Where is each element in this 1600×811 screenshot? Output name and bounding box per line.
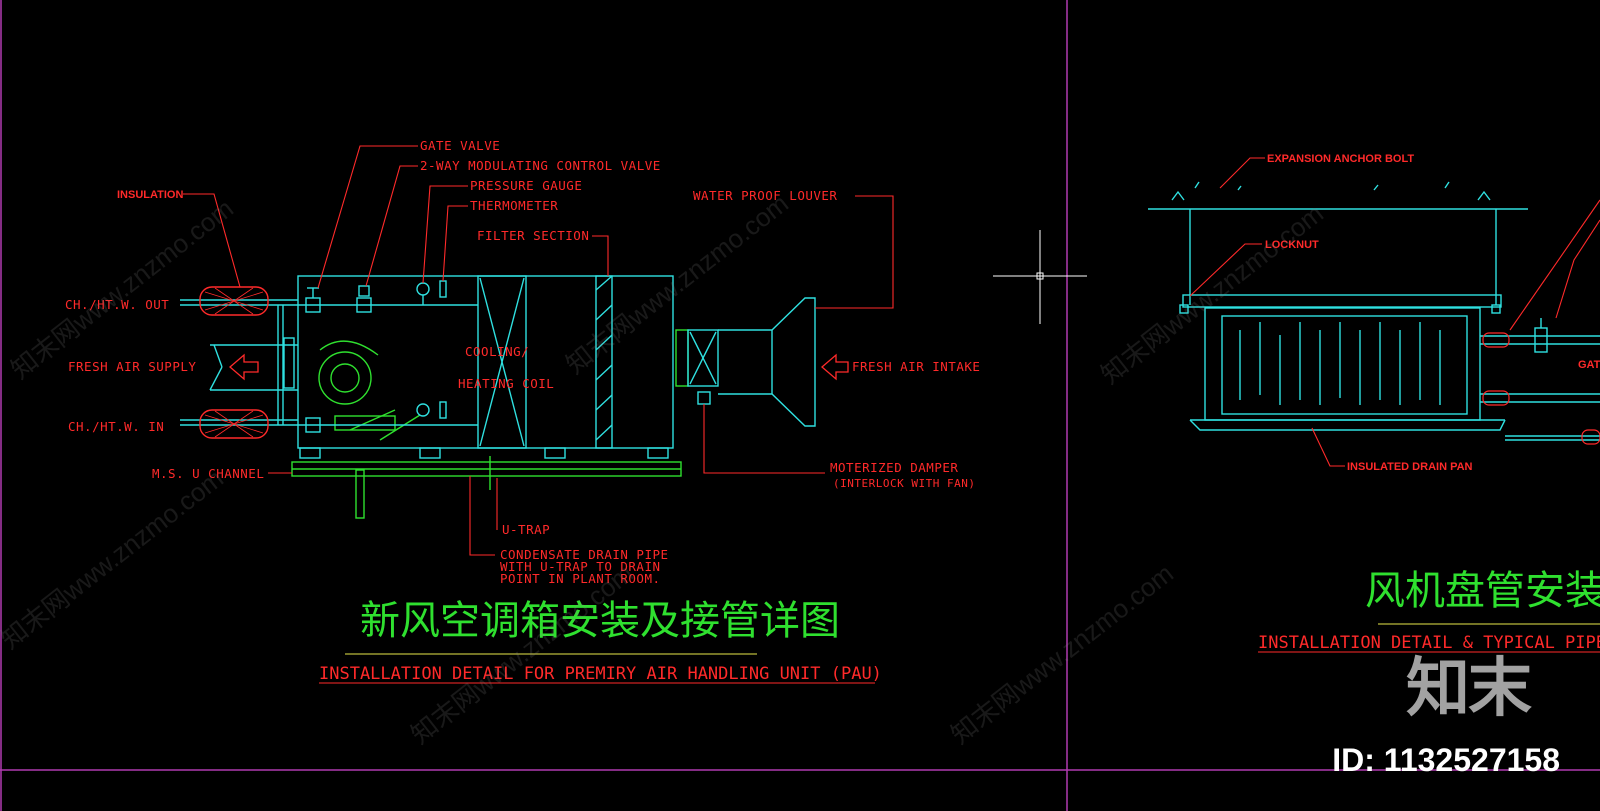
label-ms-u-channel: M.S. U CHANNEL [152,466,264,481]
label-thermometer: THERMOMETER [470,198,558,213]
label-chw-in: CH./HT.W. IN [68,419,164,434]
label-u-trap: U-TRAP [502,522,550,537]
label-cooling: COOLING/ [465,344,529,359]
label-water-proof-louver: WATER PROOF LOUVER [693,188,837,203]
label-pressure-gauge: PRESSURE GAUGE [470,178,582,193]
insulation-hatching [199,286,269,439]
intake-arrow-icon [821,353,849,381]
label-insulated-drain-pan: INSULATED DRAIN PAN [1347,461,1473,473]
label-chw-out: CH./HT.W. OUT [65,297,169,312]
watermark-text: 知末网www.znzmo.com [5,193,239,385]
watermark-text: 知末网www.znzmo.com [1095,198,1329,390]
crosshair-cursor [993,230,1087,324]
label-motorized-damper: MOTERIZED DAMPER [830,460,958,475]
leader-lines-right [1189,157,1600,467]
supply-arrow-icon [229,353,259,381]
label-condensate-2: WITH U-TRAP TO DRAIN [500,559,661,574]
watermark-text: 知末网www.znzmo.com [0,463,229,655]
image-id-label: ID: 1132527158 [1332,742,1560,778]
label-modulating-valve: 2-WAY MODULATING CONTROL VALVE [420,158,661,173]
title-en-pau: INSTALLATION DETAIL FOR PREMIRY AIR HAND… [319,664,882,684]
fcu-unit [1148,181,1600,441]
watermark-text: 知末网www.znzmo.com [560,188,794,380]
title-cn-fcu: 风机盘管安装及 [1365,568,1600,614]
leader-lines-left [183,145,894,556]
label-interlock: (INTERLOCK WITH FAN) [833,477,975,490]
label-filter-section: FILTER SECTION [477,228,589,243]
label-heating-coil: HEATING COIL [458,376,554,391]
label-insulation: INSULATION [117,189,183,201]
insulation-hatching-right [1482,332,1600,445]
label-gate-valve: GATE VALVE [420,138,500,153]
label-fresh-air-intake: FRESH AIR INTAKE [852,359,980,374]
label-condensate-3: POINT IN PLANT ROOM. [500,571,661,586]
title-cn-pau: 新风空调箱安装及接管详图 [360,598,840,644]
label-fresh-air-supply: FRESH AIR SUPPLY [68,359,196,374]
brand-logo: 知末 [1406,652,1532,726]
pau-unit [180,275,816,519]
label-expansion-anchor-bolt: EXPANSION ANCHOR BOLT [1267,153,1414,165]
label-gate-partial: GATE [1578,359,1600,371]
label-locknut: LOCKNUT [1265,239,1319,251]
title-en-fcu: INSTALLATION DETAIL & TYPICAL PIPEWO [1258,633,1600,653]
watermark-text: 知末网www.znzmo.com [945,558,1179,750]
label-condensate-1: CONDENSATE DRAIN PIPE [500,547,669,562]
